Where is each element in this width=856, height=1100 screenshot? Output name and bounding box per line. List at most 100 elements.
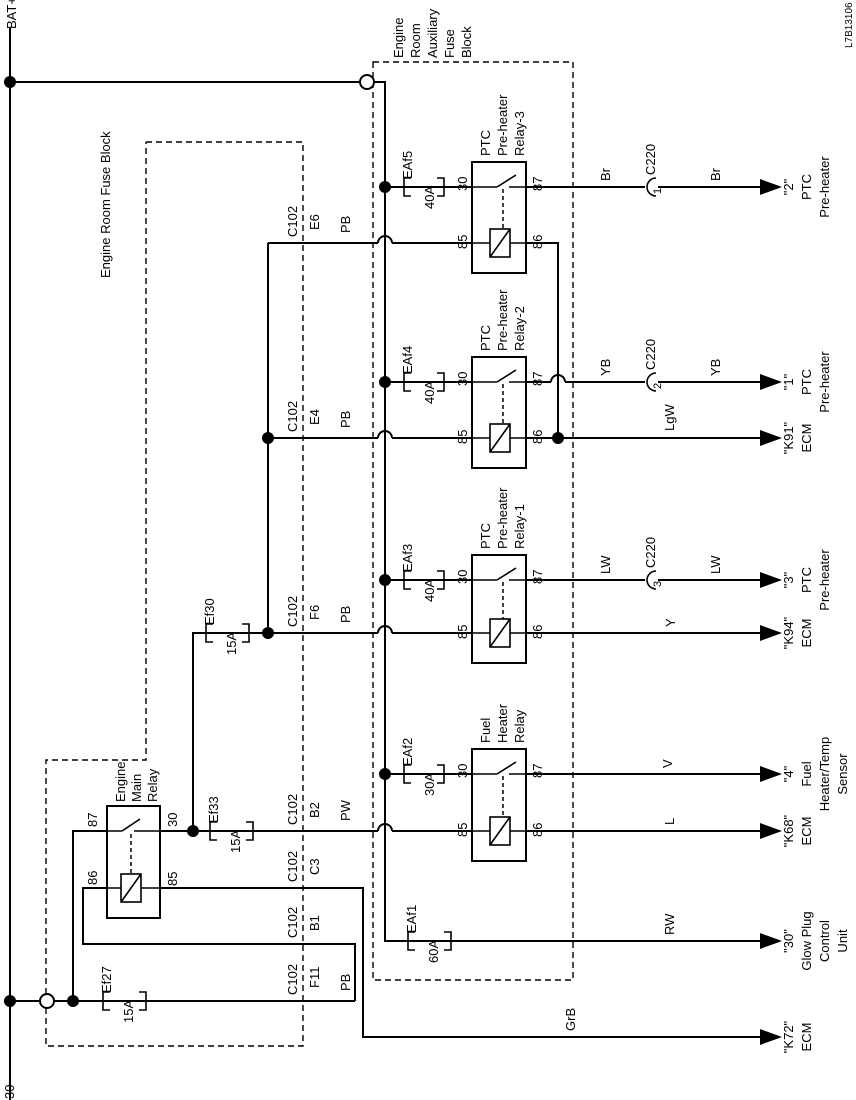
relay-fuel-heater: Fuel Heater Relay 30 87 85 86 [455, 703, 545, 862]
aux-fuse-block-border [372, 61, 574, 981]
fuse-rating-label: 40A [422, 381, 437, 404]
fuse-name-label: EAf5 [400, 151, 415, 179]
arrow-icon [760, 430, 782, 446]
connector-c220-pin1: C220 1 [643, 144, 664, 197]
relay-terminal-87: 87 [530, 570, 545, 584]
connector-c220-pin3: C220 3 [643, 537, 664, 590]
destination-label: PTC [799, 174, 814, 200]
relay-terminal-85: 85 [455, 625, 470, 639]
arrow-icon [760, 572, 782, 588]
relay-name-label: PTC [478, 523, 493, 549]
fuse-name-label: Ef27 [99, 966, 114, 993]
fuse-name-label: Ef33 [206, 796, 221, 823]
wire-color-labels: Br Br YB YB LgW LW LW Y V L RW GrB [563, 167, 723, 1031]
connector-c102-b2: C102 B2 PW [285, 794, 353, 825]
fuse-ef33: Ef33 15A [206, 796, 254, 853]
destination-label: Pre-heater [817, 351, 832, 413]
fuse-name-label: Ef30 [202, 598, 217, 625]
connector-c102-e6: C102 E6 PB [285, 206, 353, 237]
wire-segments [10, 186, 760, 1038]
fuse-name-label: EAf2 [400, 738, 415, 766]
destination-label: "K91" [781, 421, 796, 454]
wire-color-label: LgW [662, 404, 677, 431]
fuse-icon [403, 177, 445, 197]
arrow-icon [760, 766, 782, 782]
connector-icon [646, 177, 657, 197]
relay-box [471, 161, 527, 274]
relay-terminal-87: 87 [530, 372, 545, 386]
destination-label: "30" [781, 929, 796, 953]
destination-label: Control [817, 920, 832, 962]
destination-ptc1: "1" PTC Pre-heater [781, 351, 832, 413]
relay-name-label: Pre-heater [495, 487, 510, 549]
aux-fuse-block-label-line2: Room [408, 23, 423, 58]
fuse-icon [403, 372, 445, 392]
destination-label: "4" [781, 765, 796, 782]
fuse-name-label: EAf4 [400, 346, 415, 374]
relay-terminal-85: 85 [455, 430, 470, 444]
relay-terminal-30: 30 [455, 177, 470, 191]
destination-glow-plug-control-unit: "30" Glow Plug Control Unit [781, 911, 850, 970]
wire-color-label: PB [338, 216, 353, 233]
relay-name-label: PTC [478, 130, 493, 156]
connector-c102-b1: C102 B1 [285, 907, 322, 938]
connector-name-label: C102 [285, 964, 300, 995]
wire-main-relay-87 [72, 830, 107, 1001]
fuse-rating-label: 15A [224, 632, 239, 655]
arrow-icon [760, 823, 782, 839]
wire-color-label: PW [338, 799, 353, 821]
bat-plus-label: BAT+ [4, 0, 19, 29]
wire-main-feed [10, 81, 760, 942]
wire-color-label: LW [708, 555, 723, 574]
relay-name-label: Engine [113, 762, 128, 802]
destination-label: Pre-heater [817, 549, 832, 611]
connector-pin-label: B1 [307, 915, 322, 931]
destination-k72-ecm: "K72" ECM [781, 1020, 814, 1053]
wire-hop-e6 [377, 235, 393, 244]
junctions [4, 74, 564, 1009]
engine-room-fuse-block-label: Engine Room Fuse Block [98, 131, 113, 278]
fuse-rating-label: 40A [422, 186, 437, 209]
destination-label: "2" [781, 178, 796, 195]
fuse-name-label: EAf1 [404, 905, 419, 933]
destination-label: Sensor [835, 753, 850, 795]
relay-box [106, 805, 161, 919]
destination-label: "K72" [781, 1020, 796, 1053]
destination-label: Pre-heater [817, 156, 832, 218]
destination-label: "K68" [781, 814, 796, 847]
engine-room-fuse-block-border [45, 141, 304, 1047]
destination-fuel-heater-temp-sensor: "4" Fuel Heater/Temp Sensor [781, 737, 850, 811]
fuse-icon [209, 821, 254, 841]
junction-dot [379, 181, 391, 193]
connector-c102-f6: C102 F6 PB [285, 596, 353, 627]
connector-pin-label: 2 [652, 383, 664, 389]
destination-ptc2: "2" PTC Pre-heater [781, 156, 832, 218]
wire-ef30-f6-pb [192, 632, 472, 831]
fuse-icon [205, 623, 250, 643]
junction-dot [552, 432, 564, 444]
connector-pin-label: E6 [307, 214, 322, 230]
relay-terminal-86: 86 [530, 430, 545, 444]
connector-pin-label: C3 [307, 858, 322, 875]
relay-name-label: Relay-1 [512, 504, 527, 549]
destination-label: ECM [799, 619, 814, 648]
wire-color-label: Y [663, 618, 678, 627]
destination-k94-ecm: "K94" ECM [781, 616, 814, 649]
connector-name-label: C102 [285, 206, 300, 237]
fuse-icon [407, 931, 452, 951]
relay-box [471, 356, 527, 469]
junction-dot [379, 376, 391, 388]
relay-terminal-86: 86 [530, 235, 545, 249]
wire-color-label: PB [338, 606, 353, 623]
relay-ptc3: PTC Pre-heater Relay-3 30 87 85 86 [455, 94, 545, 274]
diagram-id-label: L7B13106 [844, 2, 855, 48]
aux-fuse-block-label-line3: Auxiliary [425, 8, 440, 58]
junction-dot [262, 627, 274, 639]
relay-switch-icon [472, 369, 526, 383]
destination-label: "K94" [781, 616, 796, 649]
destination-ptc3: "3" PTC Pre-heater [781, 549, 832, 611]
wire-color-label: Br [708, 167, 723, 181]
connector-name-label: C102 [285, 851, 300, 882]
arrow-icon [760, 625, 782, 641]
relay-name-label: Main [129, 774, 144, 802]
